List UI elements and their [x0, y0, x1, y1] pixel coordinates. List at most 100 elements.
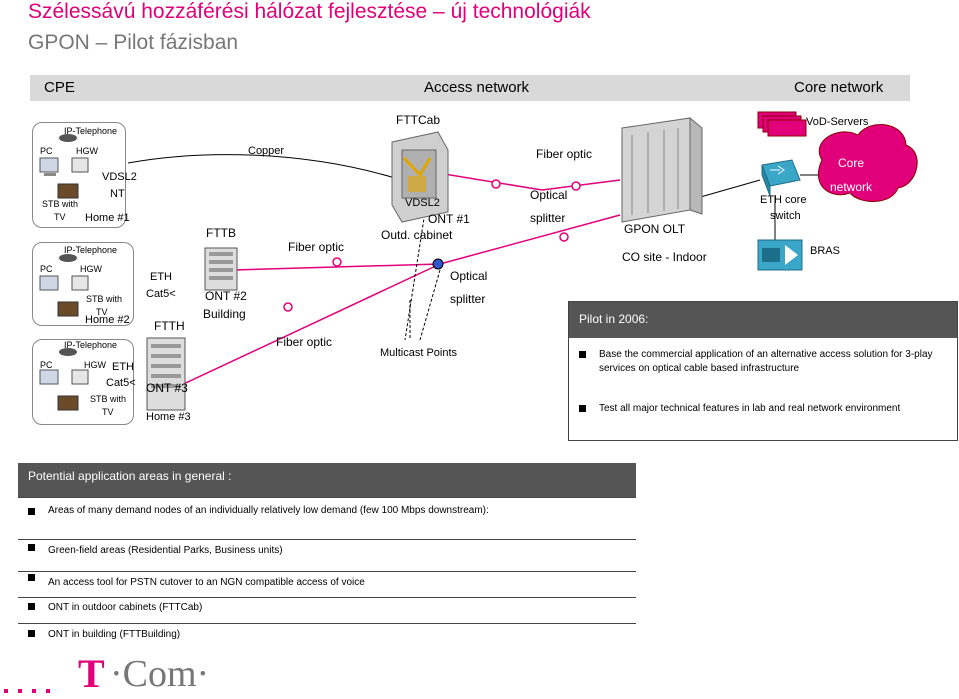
logo-dots: [4, 680, 60, 698]
home-1-hgw-label: HGW: [76, 146, 98, 156]
hgw-icon: [71, 157, 89, 173]
pc-icon: [39, 275, 59, 291]
home-2-tv-label: TV: [96, 307, 108, 317]
potential-item-text: Green-field areas (Residential Parks, Bu…: [48, 545, 283, 556]
home-1-tv-label: TV: [54, 212, 66, 222]
multicast-points-label: Multicast Points: [380, 347, 458, 359]
bullet-icon: [28, 603, 35, 610]
pilot-header-text: Pilot in 2006:: [579, 312, 649, 326]
tv-icon: [57, 395, 79, 411]
bullet-icon: [28, 544, 35, 551]
bullet-icon: [28, 630, 35, 637]
pilot-box: Pilot in 2006: Base the commercial appli…: [568, 301, 958, 441]
bullet-icon: [579, 405, 586, 412]
home-devices: [39, 134, 89, 411]
fiber-optic-label-1: Fiber optic: [288, 240, 345, 254]
home-1-nt-label: NT: [110, 188, 125, 200]
optical-splitter-label-1a: Optical: [450, 269, 488, 283]
optical-splitter-label-2b: splitter: [530, 211, 566, 225]
pilot-header: Pilot in 2006:: [569, 302, 957, 338]
home-2-pc-label: PC: [40, 264, 53, 274]
bras-icon: [757, 239, 803, 271]
pilot-item-text: Base the commercial application of an al…: [599, 349, 933, 374]
bras-label: BRAS: [810, 245, 840, 257]
hgw-icon: [71, 369, 89, 385]
ont3-label: ONT #3: [146, 381, 188, 395]
home-2-hgw-label: HGW: [80, 264, 102, 274]
core-cloud-label-2: network: [830, 180, 873, 194]
outdoor-cabinet-icon: [391, 131, 449, 223]
potential-header-text: Potential application areas in general :: [28, 469, 232, 483]
home-2-stb-label: STB with: [86, 294, 123, 304]
home-1-name: Home #1: [85, 212, 130, 224]
home-3-cat5-label: Cat5<: [106, 377, 136, 389]
bullet-icon: [28, 508, 35, 515]
optical-splitter-label-1b: splitter: [450, 292, 486, 306]
building-label: Building: [203, 307, 246, 321]
eth-core-switch-icon: [761, 159, 801, 197]
potential-item-text: ONT in outdoor cabinets (FTTCab): [48, 602, 203, 613]
home-3-hgw-label: HGW: [84, 360, 106, 370]
network-diagram: [101, 111, 918, 411]
home-2-name: Home #2: [85, 314, 130, 326]
home-2-cat5-label: Cat5<: [146, 288, 176, 300]
vod-servers-label: VoD-Servers: [806, 116, 869, 128]
outd-cabinet-label: Outd. cabinet: [381, 228, 453, 242]
home-1-vdsl2-label: VDSL2: [102, 171, 137, 183]
tv-icon: [57, 183, 79, 199]
home-3-stb-label: STB with: [90, 394, 127, 404]
pc-icon: [39, 369, 59, 385]
potential-item-text: Areas of many demand nodes of an individ…: [48, 505, 489, 516]
potential-item: ONT in outdoor cabinets (FTTCab): [18, 597, 636, 624]
home-2-eth-label: ETH: [150, 271, 172, 283]
page-subtitle: GPON – Pilot fázisban: [28, 31, 239, 54]
pilot-item-text: Test all major technical features in lab…: [599, 403, 901, 414]
home-1-iptel-label: IP-Telephone: [64, 126, 118, 136]
home-1-stb-label: STB with: [42, 199, 79, 209]
home-2-iptel-label: IP-Telephone: [64, 245, 118, 255]
ont1-label: ONT #1: [428, 212, 470, 226]
home-3-eth-label: ETH: [112, 361, 134, 373]
copper-label: Copper: [248, 145, 285, 157]
fttb-building-icon: [204, 247, 238, 291]
switch-label: switch: [770, 210, 801, 222]
section-bar: CPE Access network Core network: [30, 75, 910, 101]
phone-icon: [59, 348, 77, 356]
fiber-optic-label-2: Fiber optic: [276, 335, 333, 349]
section-cpe: CPE: [44, 79, 75, 96]
section-access: Access network: [424, 79, 530, 96]
fttcab-label: FTTCab: [396, 113, 441, 127]
gpon-olt-label: GPON OLT: [624, 222, 686, 236]
gpon-olt-icon: [621, 116, 703, 223]
phone-icon: [59, 254, 77, 262]
potential-item: An access tool for PSTN cutover to an NG…: [18, 571, 636, 598]
tv-icon: [57, 301, 79, 317]
section-core: Core network: [794, 79, 884, 96]
ont2-label: ONT #2: [205, 289, 247, 303]
home-3-pc-label: PC: [40, 360, 53, 370]
potential-item: Areas of many demand nodes of an individ…: [18, 497, 636, 540]
core-cloud-icon: [817, 124, 918, 202]
eth-core-label: ETH core: [760, 194, 807, 206]
logo-com: ·Com·: [110, 653, 210, 695]
potential-areas-box: Potential application areas in general :…: [18, 463, 636, 650]
home-1-pc-label: PC: [40, 146, 53, 156]
potential-item: Green-field areas (Residential Parks, Bu…: [18, 539, 636, 572]
bullet-icon: [28, 574, 35, 581]
home-3-name: Home #3: [146, 411, 191, 423]
co-site-label: CO site - Indoor: [622, 250, 707, 264]
hgw-icon: [71, 275, 89, 291]
page-title: Szélessávú hozzáférési hálózat fejleszté…: [28, 0, 591, 23]
optical-splitter-label-2a: Optical: [530, 188, 568, 202]
potential-item-text: An access tool for PSTN cutover to an NG…: [48, 577, 365, 588]
ftth-label: FTTH: [154, 319, 185, 333]
logo-t: T: [78, 651, 105, 696]
fttb-label: FTTB: [206, 226, 236, 240]
fiber-optic-label-3: Fiber optic: [536, 147, 593, 161]
vdsl2-cabinet-label: VDSL2: [405, 197, 440, 209]
core-cloud-label-1: Core: [838, 156, 865, 170]
potential-item-text: ONT in building (FTTBuilding): [48, 629, 181, 640]
potential-item: ONT in building (FTTBuilding): [18, 623, 636, 650]
home-3-tv-label: TV: [102, 407, 114, 417]
bullet-icon: [579, 351, 586, 358]
